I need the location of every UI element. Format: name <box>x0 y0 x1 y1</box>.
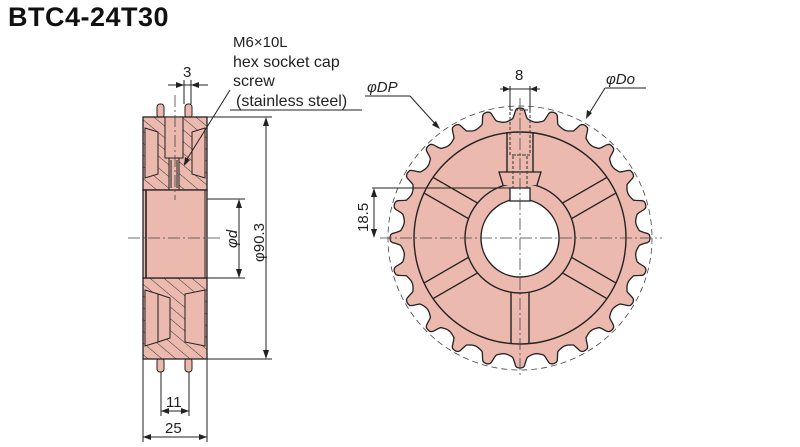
side-view: φd φ90.3 3 11 25 M6×10L hex socket cap s… <box>128 34 362 442</box>
screw-spec: M6×10L <box>233 34 288 51</box>
bottom-right-pin <box>184 357 193 373</box>
outer-diameter-label: φDo <box>606 71 635 88</box>
spoke-edge <box>561 271 607 299</box>
bottom-left-pin <box>156 357 165 373</box>
screw-description-line1: hex socket cap <box>233 54 340 71</box>
front-view: 8 18.5 φDP φDo <box>355 67 662 378</box>
spoke-edge <box>561 177 607 205</box>
spoke-edge <box>433 177 479 205</box>
pin-width-dimension: 3 <box>183 64 191 81</box>
bore-diameter-label: φd <box>224 229 241 248</box>
screw-hole <box>164 116 184 159</box>
part-number-title: BTC4-24T30 <box>8 2 170 32</box>
spoke-edge <box>424 256 470 284</box>
width-dimension: 25 <box>165 420 182 437</box>
spoke-edge <box>433 271 479 299</box>
pin-spacing-dimension: 11 <box>166 394 182 411</box>
top-right-pin <box>184 103 193 119</box>
key-width-dimension: 8 <box>515 67 523 84</box>
screw-material: (stainless steel) <box>236 93 347 110</box>
bore-section <box>142 189 208 279</box>
spoke-edge <box>424 192 470 220</box>
pitch-diameter-label: φDP <box>367 79 398 96</box>
spoke-edge <box>570 192 616 220</box>
screw-description-line2: screw <box>233 73 275 90</box>
top-left-pin <box>156 103 165 119</box>
outer-diameter-dimension: φ90.3 <box>251 223 268 262</box>
spoke-edge <box>570 256 616 284</box>
key-height-dimension: 18.5 <box>355 203 372 232</box>
